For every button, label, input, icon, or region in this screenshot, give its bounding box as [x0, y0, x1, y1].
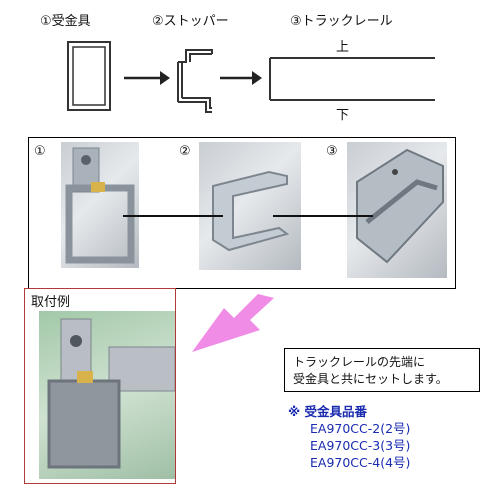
photo-marker-3: ③ — [326, 144, 338, 159]
part-number-item: EA970CC-4(4号) — [310, 455, 411, 470]
rail-bottom-label: 下 — [336, 108, 350, 123]
track-rail-photo — [347, 142, 447, 278]
diagonal-arrow-icon — [192, 294, 274, 352]
part-numbers: ※ 受金具品番 EA970CC-2(2号) EA970CC-3(3号) EA97… — [288, 403, 410, 471]
connector-line-1 — [123, 215, 223, 217]
note-box: トラックレールの先端に 受金具と共にセットします。 — [284, 348, 480, 392]
right-arrow-icon — [220, 71, 262, 85]
connector-line-2 — [273, 215, 373, 217]
note-line-2: 受金具と共にセットします。 — [293, 372, 448, 386]
part-number-item: EA970CC-2(2号) — [310, 421, 411, 436]
assembly-diagram — [67, 41, 435, 113]
part-numbers-title: ※ 受金具品番 — [288, 404, 368, 419]
step-1-label: ①受金具 — [40, 14, 91, 29]
stopper-shape — [177, 49, 213, 113]
bracket-photo — [61, 142, 139, 268]
stopper-photo — [199, 142, 301, 270]
track-rail-shape — [269, 57, 435, 101]
photo-marker-1: ① — [34, 144, 46, 159]
part-number-item: EA970CC-3(3号) — [310, 438, 411, 453]
rail-top-label: 上 — [336, 40, 350, 55]
note-line-1: トラックレールの先端に — [293, 355, 426, 369]
parts-photo-panel: ① ② ③ — [28, 137, 456, 289]
step-3-label: ③トラックレール — [290, 14, 393, 29]
example-title: 取付例 — [31, 295, 71, 310]
photo-marker-2: ② — [179, 144, 191, 159]
example-panel: 取付例 — [24, 288, 176, 484]
bracket-shape — [67, 41, 111, 111]
example-photo — [39, 311, 175, 479]
step-2-label: ②ストッパー — [152, 14, 229, 29]
right-arrow-icon — [124, 71, 170, 85]
